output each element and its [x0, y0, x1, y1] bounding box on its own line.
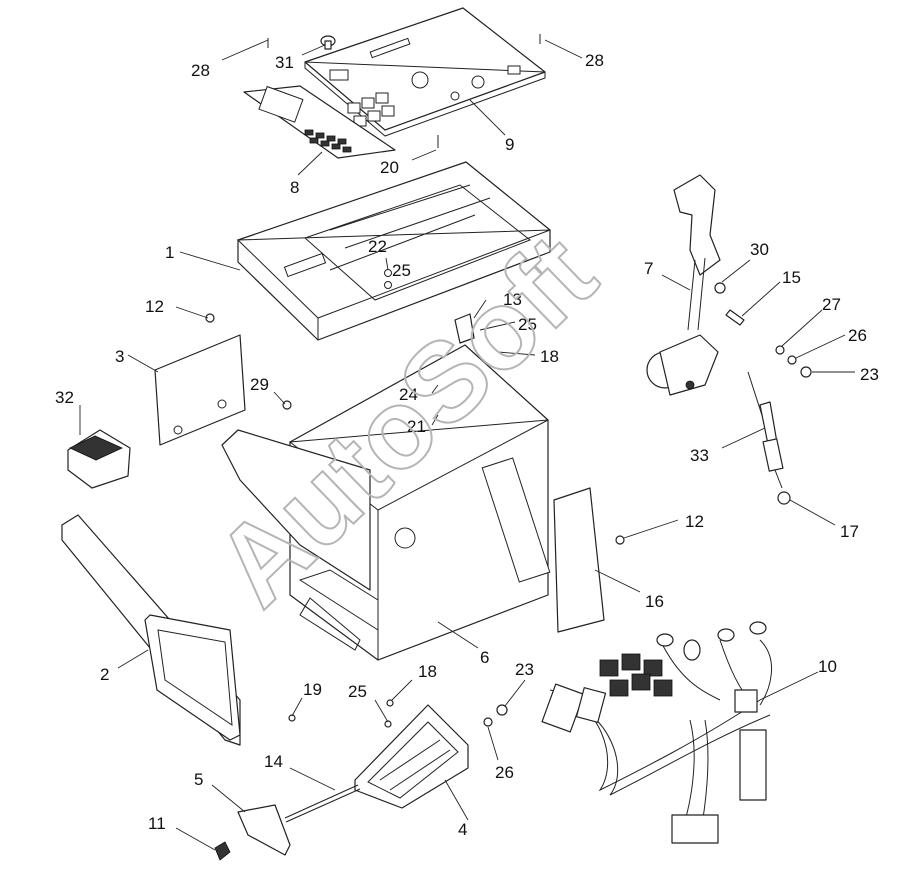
nut-23 [800, 366, 812, 378]
label-7: 7 [644, 259, 653, 278]
label-22: 22 [368, 237, 387, 256]
label-15: 15 [782, 268, 801, 287]
switch-block [347, 92, 395, 127]
label-5: 5 [194, 770, 203, 789]
label-31: 31 [275, 53, 294, 72]
washer-27 [775, 345, 785, 355]
side-frame-panel [61, 514, 241, 746]
label-26-right: 26 [848, 326, 867, 345]
label-25-lower: 25 [348, 682, 367, 701]
washer-25 [384, 720, 392, 728]
cover-latch [173, 425, 183, 435]
label-14: 14 [264, 752, 283, 771]
clip-5 [237, 804, 291, 856]
washer-26 [483, 717, 493, 727]
washer-26 [787, 355, 797, 365]
label-18-upper: 18 [540, 347, 559, 366]
label-6: 6 [480, 648, 489, 667]
label-9: 9 [505, 135, 514, 154]
label-19: 19 [303, 680, 322, 699]
side-shroud [221, 429, 371, 591]
battery-box [354, 704, 469, 809]
label-12-right: 12 [685, 512, 704, 531]
label-17: 17 [840, 522, 859, 541]
relay-group [599, 653, 673, 697]
label-28-left: 28 [191, 61, 210, 80]
label-32: 32 [55, 388, 74, 407]
top-control-plate [304, 7, 546, 137]
label-30: 30 [750, 240, 769, 259]
label-28-right: 28 [585, 51, 604, 70]
label-12-left: 12 [145, 297, 164, 316]
wing-nut-11 [214, 841, 231, 861]
bolt-29 [282, 400, 292, 410]
label-18-lower: 18 [418, 662, 437, 681]
label-24: 24 [399, 385, 418, 404]
label-4: 4 [458, 820, 467, 839]
plug-connectors [541, 683, 767, 844]
control-lever [646, 174, 721, 396]
label-16: 16 [645, 592, 664, 611]
side-plate-16 [553, 487, 605, 633]
main-housing [288, 344, 551, 661]
rod-14 [284, 784, 359, 819]
label-11: 11 [148, 814, 166, 833]
nut-17 [777, 491, 791, 505]
label-3: 3 [115, 347, 124, 366]
label-23-right: 23 [860, 365, 879, 384]
label-25-mid: 25 [518, 315, 537, 334]
bolt-18 [386, 699, 394, 707]
instrument-panel [243, 85, 396, 159]
label-21: 21 [407, 417, 426, 436]
pin-15 [725, 309, 745, 326]
part-number-labels: 28 31 28 9 8 20 1 22 25 12 13 25 18 3 29… [55, 51, 879, 839]
label-27: 27 [822, 295, 841, 314]
knob-stem [324, 40, 332, 50]
label-10: 10 [818, 657, 837, 676]
label-26-lower: 26 [495, 763, 514, 782]
small-bracket [454, 313, 475, 344]
bolt-12-left [205, 313, 215, 323]
nut-30 [714, 282, 726, 294]
label-25-upper: 25 [392, 261, 411, 280]
side-cover-plate [154, 334, 246, 446]
rod-14-edge [285, 788, 361, 823]
label-29: 29 [250, 375, 269, 394]
cover-latch [217, 399, 227, 409]
console-box [67, 429, 131, 489]
label-20: 20 [380, 158, 399, 177]
wiring-harness [541, 621, 773, 844]
upper-frame [236, 161, 551, 341]
cable-rod-33 [747, 371, 784, 489]
bolt-19 [288, 714, 296, 722]
bolt-12-right [615, 535, 625, 545]
leader-lines [79, 39, 855, 851]
keypad [304, 129, 352, 153]
sensor-plugs [656, 621, 767, 661]
label-1: 1 [165, 243, 174, 262]
label-8: 8 [290, 178, 299, 197]
nut-23 [496, 704, 508, 716]
label-33: 33 [690, 446, 709, 465]
label-2: 2 [100, 665, 109, 684]
label-13: 13 [503, 290, 522, 309]
label-23-lower: 23 [515, 660, 534, 679]
